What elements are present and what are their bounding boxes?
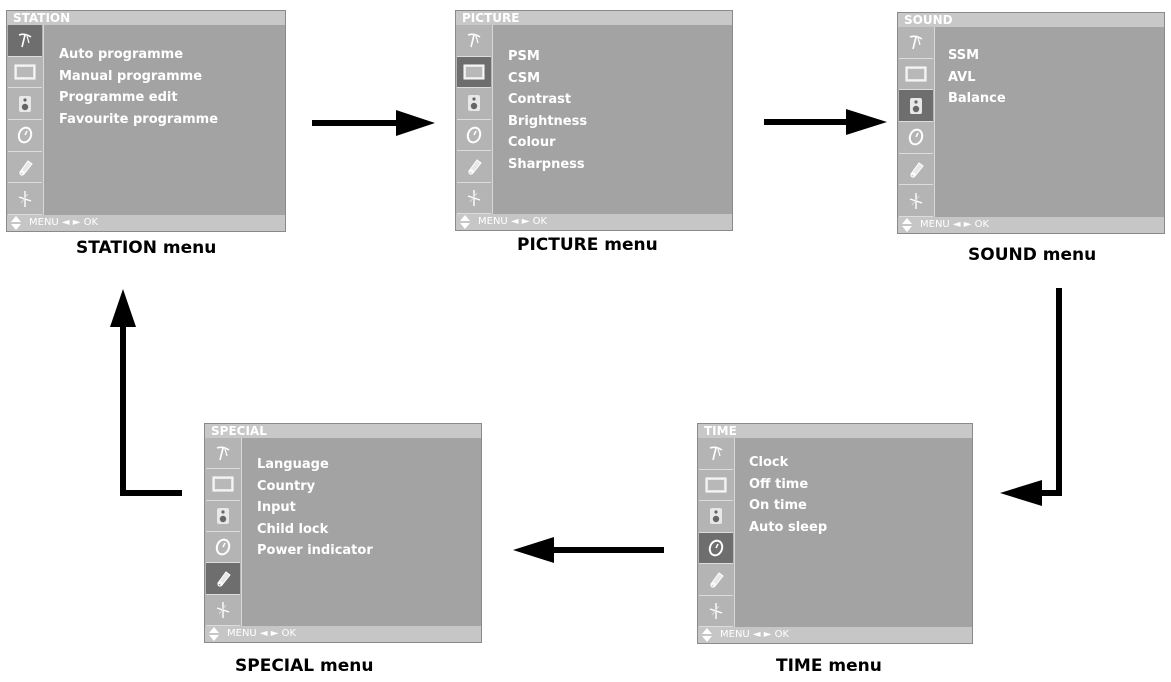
antenna-icon[interactable] bbox=[457, 25, 491, 57]
tag-icon[interactable] bbox=[457, 151, 491, 183]
menu-item[interactable]: Child lock bbox=[257, 521, 329, 537]
menu-item[interactable]: Programme edit bbox=[59, 90, 178, 105]
menu-item[interactable]: Manual programme bbox=[59, 68, 203, 84]
menu-item[interactable]: SSM bbox=[948, 48, 980, 63]
time-menu-caption: TIME menu bbox=[776, 656, 882, 676]
setup-icon[interactable] bbox=[8, 183, 42, 215]
antenna-icon[interactable] bbox=[699, 438, 733, 470]
footer-hint: MENU ◄ ► OK bbox=[720, 629, 790, 640]
clock-icon[interactable] bbox=[899, 122, 933, 154]
speaker-icon[interactable] bbox=[457, 88, 491, 120]
menu-icon-column bbox=[205, 438, 242, 626]
footer-hint: MENU ◄ ► OK bbox=[478, 216, 548, 227]
picture-icon[interactable] bbox=[8, 57, 42, 89]
menu-title: PICTURE bbox=[456, 11, 732, 25]
clock-icon[interactable] bbox=[206, 532, 240, 564]
picture-icon[interactable] bbox=[899, 59, 933, 91]
tag-icon[interactable] bbox=[899, 154, 933, 186]
footer-hint: MENU ◄ ► OK bbox=[227, 628, 297, 639]
menu-footer: MENU ◄ ► OK bbox=[698, 627, 972, 643]
up-down-arrows-icon bbox=[460, 215, 470, 229]
menu-item[interactable]: Auto sleep bbox=[749, 519, 828, 535]
picture-icon[interactable] bbox=[206, 469, 240, 501]
menu-footer: MENU ◄ ► OK bbox=[7, 215, 285, 231]
menu-item[interactable]: Off time bbox=[749, 476, 809, 492]
menu-item[interactable]: Country bbox=[257, 478, 316, 494]
arrow-sound-to-time bbox=[1000, 288, 1062, 506]
clock-icon[interactable] bbox=[457, 120, 491, 151]
menu-item[interactable]: On time bbox=[749, 498, 807, 513]
setup-icon[interactable] bbox=[699, 596, 733, 627]
arrow-picture-to-sound bbox=[764, 109, 887, 135]
tag-icon[interactable] bbox=[206, 563, 240, 595]
menu-item[interactable]: Sharpness bbox=[508, 156, 585, 172]
menu-title: SPECIAL bbox=[205, 424, 481, 438]
menu-title: TIME bbox=[698, 424, 972, 438]
menu-icon-column bbox=[7, 25, 44, 215]
antenna-icon[interactable] bbox=[899, 27, 933, 59]
speaker-icon[interactable] bbox=[899, 90, 933, 122]
arrow-special-to-station bbox=[110, 289, 182, 496]
antenna-icon[interactable] bbox=[8, 25, 42, 57]
up-down-arrows-icon bbox=[902, 218, 912, 232]
menu-icon-column bbox=[698, 438, 735, 627]
arrow-station-to-picture bbox=[312, 110, 435, 136]
menu-item[interactable]: Language bbox=[257, 457, 329, 472]
menu-item[interactable]: Balance bbox=[948, 91, 1006, 106]
speaker-icon[interactable] bbox=[206, 501, 240, 532]
menu-item[interactable]: Brightness bbox=[508, 113, 588, 129]
setup-icon[interactable] bbox=[899, 185, 933, 217]
menu-item[interactable]: Power indicator bbox=[257, 543, 373, 558]
menu-item[interactable]: Clock bbox=[749, 455, 789, 470]
station-menu-caption: STATION menu bbox=[76, 238, 217, 258]
menu-item[interactable]: Contrast bbox=[508, 92, 572, 107]
menu-footer: MENU ◄ ► OK bbox=[205, 626, 481, 642]
picture-icon[interactable] bbox=[457, 56, 491, 88]
menu-item[interactable]: Favourite programme bbox=[59, 111, 219, 127]
speaker-icon[interactable] bbox=[699, 501, 733, 533]
clock-icon[interactable] bbox=[8, 120, 42, 152]
tag-icon[interactable] bbox=[699, 564, 733, 596]
menu-icon-column bbox=[456, 25, 493, 214]
menu-item[interactable]: Colour bbox=[508, 135, 556, 150]
menu-items: SSM AVL Balance bbox=[948, 45, 1006, 110]
menu-item[interactable]: PSM bbox=[508, 49, 540, 64]
clock-icon[interactable] bbox=[699, 532, 733, 564]
up-down-arrows-icon bbox=[209, 627, 219, 641]
up-down-arrows-icon bbox=[702, 628, 712, 642]
menu-footer: MENU ◄ ► OK bbox=[456, 214, 732, 230]
menu-item[interactable]: Auto programme bbox=[59, 47, 184, 62]
menu-footer: MENU ◄ ► OK bbox=[898, 217, 1164, 233]
menu-title: STATION bbox=[7, 11, 285, 25]
up-down-arrows-icon bbox=[11, 216, 21, 230]
menu-title: SOUND bbox=[898, 13, 1164, 27]
footer-hint: MENU ◄ ► OK bbox=[29, 217, 99, 228]
special-menu-caption: SPECIAL menu bbox=[235, 656, 374, 676]
picture-icon[interactable] bbox=[699, 470, 733, 501]
menu-icon-column bbox=[898, 27, 935, 217]
menu-item[interactable]: AVL bbox=[948, 69, 976, 85]
menu-item[interactable]: Input bbox=[257, 500, 296, 515]
tag-icon[interactable] bbox=[8, 152, 42, 184]
picture-menu-caption: PICTURE menu bbox=[517, 235, 658, 255]
sound-menu-panel: SOUND SSM AVL Balance MENU ◄ ► OK bbox=[897, 12, 1165, 234]
menu-item[interactable]: CSM bbox=[508, 70, 541, 86]
footer-hint: MENU ◄ ► OK bbox=[920, 219, 990, 230]
arrow-time-to-special bbox=[513, 537, 664, 563]
antenna-icon[interactable] bbox=[206, 438, 240, 470]
speaker-icon[interactable] bbox=[8, 88, 42, 120]
setup-icon[interactable] bbox=[457, 183, 491, 214]
sound-menu-caption: SOUND menu bbox=[968, 245, 1097, 265]
setup-icon[interactable] bbox=[206, 595, 240, 626]
